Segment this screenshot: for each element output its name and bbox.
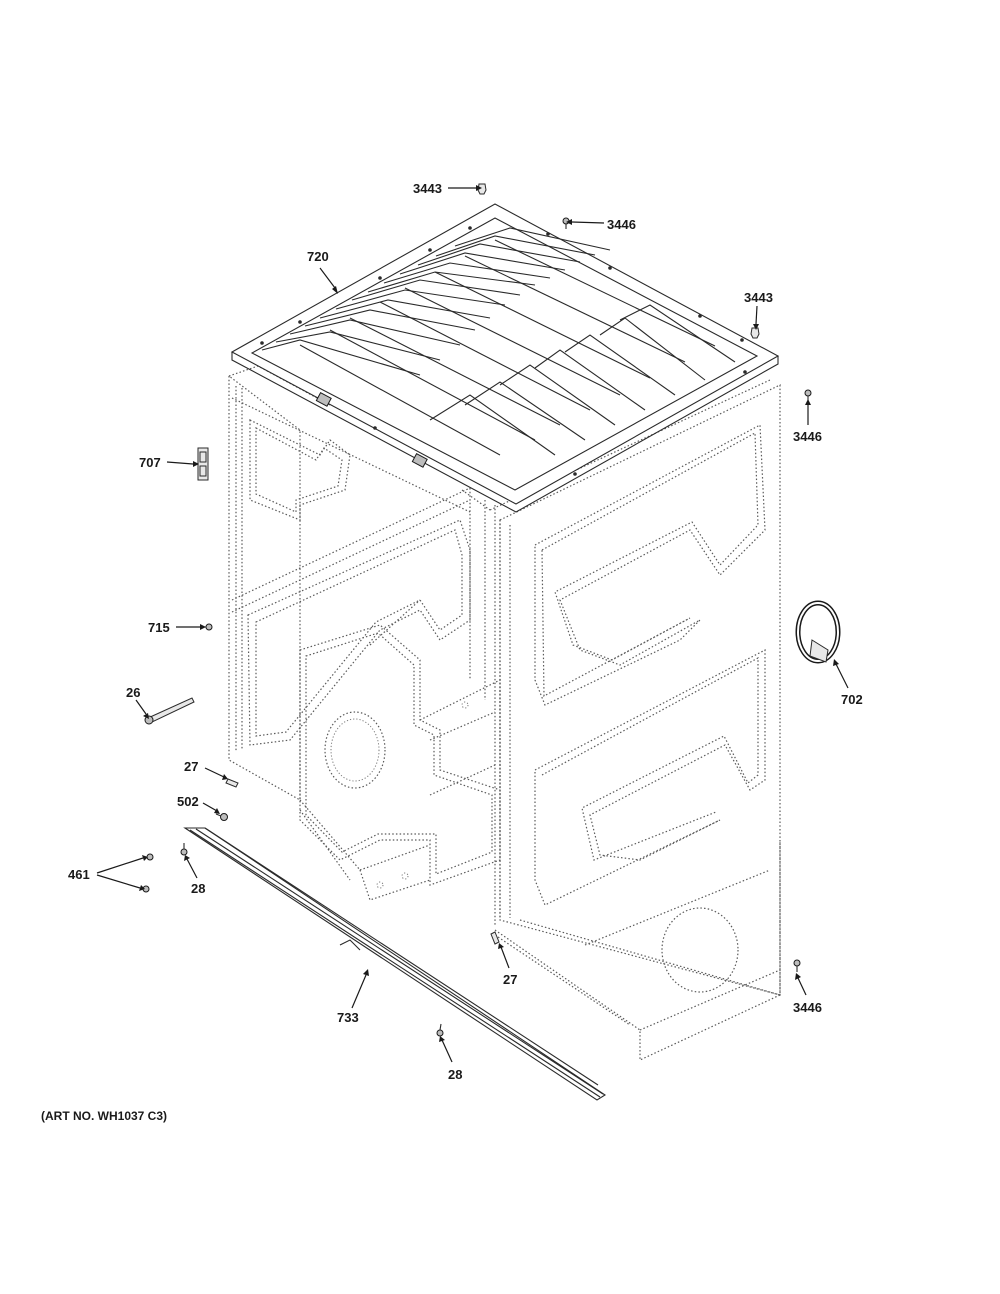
part-3446-bottom — [793, 959, 801, 972]
part-3443-right — [750, 327, 760, 339]
part-3446-top — [562, 217, 570, 229]
callout-labels: 3443 3446 720 3443 3446 707 715 702 26 2… — [68, 181, 863, 1082]
callout-27-left: 27 — [184, 759, 198, 774]
callout-28-bottom: 28 — [448, 1067, 462, 1082]
part-3446-right — [804, 389, 812, 402]
part-702-grommet — [795, 600, 841, 664]
part-707-hinge-bracket — [197, 447, 209, 481]
callout-27-bottom: 27 — [503, 972, 517, 987]
leader-lines — [96, 185, 849, 1063]
callout-733: 733 — [337, 1010, 359, 1025]
part-502-screw — [215, 813, 228, 821]
callout-3446-right: 3446 — [793, 429, 822, 444]
part-27-left-pin — [225, 778, 239, 788]
callout-3443-right: 3443 — [744, 290, 773, 305]
part-28-bottom-screw — [436, 1023, 444, 1037]
callout-26: 26 — [126, 685, 140, 700]
callout-3446-bottom: 3446 — [793, 1000, 822, 1015]
art-number: (ART NO. WH1037 C3) — [41, 1109, 167, 1123]
callout-461: 461 — [68, 867, 90, 882]
callout-3446-top: 3446 — [607, 217, 636, 232]
callout-3443-top: 3443 — [413, 181, 442, 196]
part-28-left-screw — [180, 843, 188, 856]
callout-702: 702 — [841, 692, 863, 707]
callout-502: 502 — [177, 794, 199, 809]
cabinet — [228, 365, 781, 1061]
top-panel-ribs — [261, 227, 736, 456]
top-panel-720 — [230, 203, 780, 513]
callout-707: 707 — [139, 455, 161, 470]
part-26-bolt — [144, 697, 195, 725]
callout-720: 720 — [307, 249, 329, 264]
front-trim-733 — [183, 827, 607, 1101]
callout-28-left: 28 — [191, 881, 205, 896]
part-27-bottom-pin — [490, 931, 500, 945]
callout-715: 715 — [148, 620, 170, 635]
